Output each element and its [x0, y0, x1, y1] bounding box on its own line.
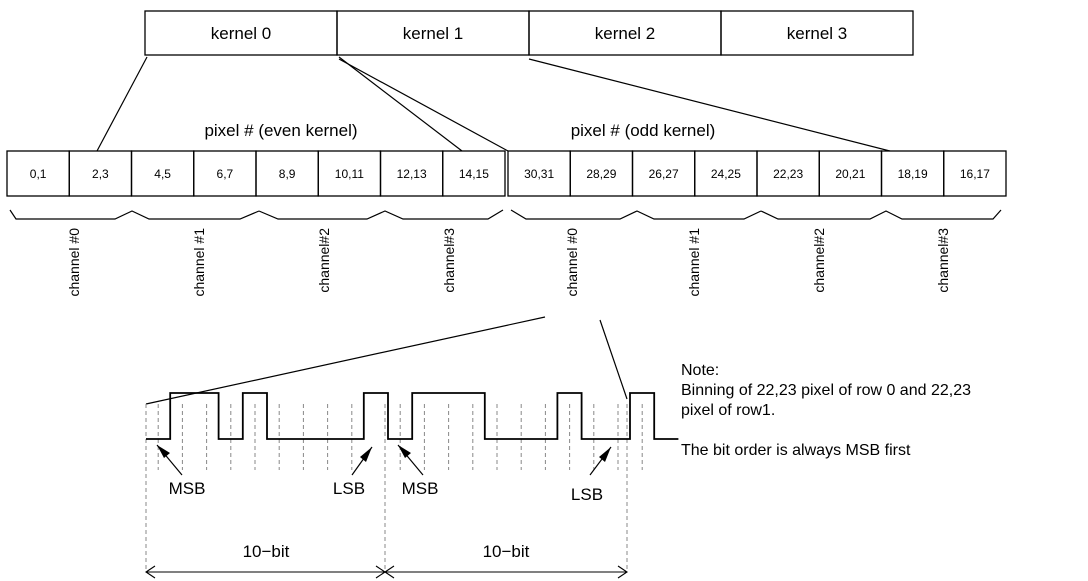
msb-arrowhead-1	[157, 445, 170, 458]
even-channel-2-label: channel#2	[316, 228, 332, 293]
kernel-connectors	[96, 56, 891, 152]
odd-pixel-label-3: 24,25	[711, 167, 741, 181]
even-pixel-cell-7	[442, 150, 506, 197]
even-pixel-label-7: 14,15	[459, 167, 489, 181]
msb-arrowhead-2	[398, 445, 411, 458]
connector-kernel1-b	[338, 58, 509, 152]
connector-kernel0	[96, 56, 148, 152]
channel-braces	[9, 209, 1002, 220]
connector-kernel1-a	[338, 56, 463, 152]
zoom-lines	[145, 316, 628, 405]
even-pixel-group: 0,1 2,3 4,5 6,7 8,9 10,11 12,13 14,15	[6, 150, 506, 197]
kernel-row	[144, 10, 914, 56]
kernel-label-3: kernel 3	[787, 24, 847, 43]
bit-arrows	[156, 444, 612, 476]
odd-pixel-label-6: 18,19	[898, 167, 928, 181]
word-label-1: 10−bit	[243, 542, 290, 561]
dim-arrow-left	[145, 565, 156, 579]
brace-odd-ch1	[760, 209, 1002, 220]
lsb-label-1: LSB	[333, 479, 365, 498]
note-block: Note: Binning of 22,23 pixel of row 0 an…	[681, 361, 971, 461]
odd-pixel-label-7: 16,17	[960, 167, 990, 181]
odd-kernel-heading: pixel # (odd kernel)	[571, 121, 716, 140]
even-pixel-label-5: 10,11	[335, 167, 364, 181]
even-pixel-label-0: 0,1	[30, 167, 47, 181]
bit-arrowheads	[157, 445, 611, 462]
odd-pixel-label-2: 26,27	[649, 167, 679, 181]
msb-label-1: MSB	[169, 479, 206, 498]
even-pixel-label-4: 8,9	[279, 167, 296, 181]
kernel-label-0: kernel 0	[211, 24, 271, 43]
even-pixel-label-3: 6,7	[217, 167, 234, 181]
dim-arrow-right	[617, 565, 628, 579]
brace-odd-ch0	[510, 209, 762, 220]
word-dimension	[145, 565, 628, 579]
lsb-arrowhead-2	[599, 447, 611, 462]
even-channel-1-label: channel #1	[191, 228, 207, 297]
odd-pixel-label-0: 30,31	[524, 167, 554, 181]
even-pixel-label-2: 4,5	[154, 167, 171, 181]
note-title: Note:	[681, 362, 720, 379]
note-line-1: Binning of 22,23 pixel of row 0 and 22,2…	[681, 382, 971, 399]
odd-pixel-label-4: 22,23	[773, 167, 803, 181]
odd-channel-2-label: channel#2	[811, 228, 827, 293]
zoom-line-right	[599, 319, 628, 400]
brace-even-ch0	[9, 209, 260, 220]
kernel-box-3	[720, 10, 914, 56]
even-channel-3-label: channel#3	[441, 228, 457, 293]
even-kernel-heading: pixel # (even kernel)	[204, 121, 357, 140]
even-pixel-label-1: 2,3	[92, 167, 109, 181]
odd-pixel-cell-7	[943, 150, 1007, 197]
even-channel-0-label: channel #0	[66, 228, 82, 297]
odd-pixel-group: 30,31 28,29 26,27 24,25 22,23 20,21 18,19 16,17	[507, 150, 1007, 197]
kernel-label-2: kernel 2	[595, 24, 655, 43]
odd-channel-0-label: channel #0	[564, 228, 580, 297]
odd-pixel-label-1: 28,29	[586, 167, 616, 181]
zoom-line-left	[145, 316, 546, 405]
note-gap	[681, 421, 971, 441]
word-dividers	[145, 404, 628, 572]
bit-grid-lines	[157, 404, 643, 470]
note-line-3: The bit order is always MSB first	[681, 442, 911, 459]
note-line-2: pixel of row1.	[681, 402, 776, 419]
odd-channel-3-label: channel#3	[935, 228, 951, 293]
brace-even-ch1	[258, 209, 504, 220]
odd-channel-1-label: channel #1	[686, 228, 702, 297]
lsb-arrowhead-1	[360, 447, 372, 462]
msb-label-2: MSB	[402, 479, 439, 498]
even-pixel-label-6: 12,13	[397, 167, 427, 181]
word-label-2: 10−bit	[483, 542, 530, 561]
lsb-label-2: LSB	[571, 485, 603, 504]
connector-kernel2	[528, 58, 891, 152]
kernel-label-1: kernel 1	[403, 24, 463, 43]
odd-pixel-label-5: 20,21	[835, 167, 865, 181]
serial-waveform	[146, 392, 679, 440]
dim-arrow-mid-right	[384, 565, 395, 579]
